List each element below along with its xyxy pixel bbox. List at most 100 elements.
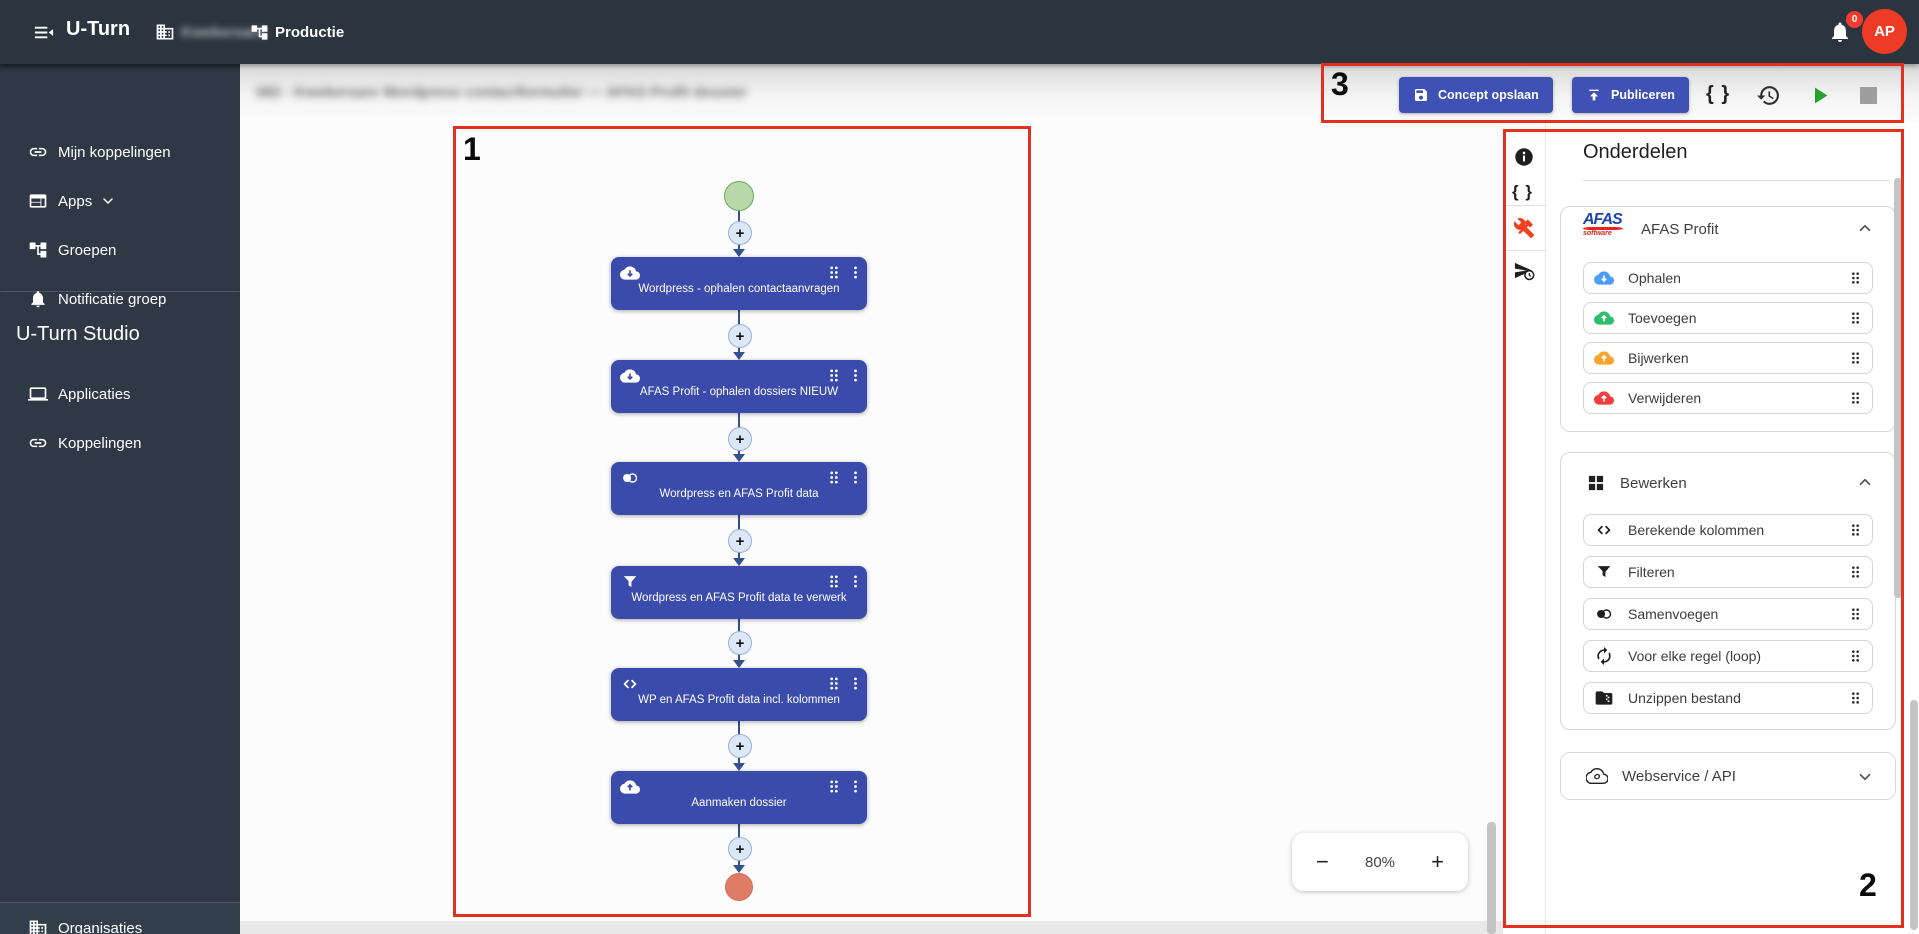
workflow-node[interactable]: Wordpress en AFAS Profit data — [611, 462, 867, 515]
drag-handle-icon[interactable] — [827, 469, 841, 486]
node-menu-icon[interactable] — [852, 778, 859, 795]
drag-handle-icon[interactable] — [1849, 390, 1862, 406]
save-draft-button[interactable]: Concept opslaan — [1399, 77, 1553, 113]
workflow-node[interactable]: AFAS Profit - ophalen dossiers NIEUW — [611, 360, 867, 413]
workflow-canvas[interactable] — [240, 123, 1503, 934]
connector-arrow — [733, 558, 745, 566]
component-item-label: Verwijderen — [1628, 390, 1702, 406]
afas-logo: AFAS software — [1583, 211, 1631, 243]
code-view-tab-icon[interactable]: { } — [1512, 182, 1533, 201]
workflow-node[interactable]: WP en AFAS Profit data incl. kolommen — [611, 668, 867, 721]
component-item-toevoegen[interactable]: Toevoegen — [1583, 302, 1873, 334]
component-item-verwijderen[interactable]: Verwijderen — [1583, 382, 1873, 414]
grid-icon — [1586, 473, 1606, 493]
page-scrollbar[interactable] — [1910, 700, 1918, 930]
component-item-ophalen[interactable]: Ophalen — [1583, 262, 1873, 294]
drag-handle-icon[interactable] — [827, 778, 841, 795]
component-item-voor-elke-regel[interactable]: Voor elke regel (loop) — [1583, 640, 1873, 672]
sidebar: Mijn koppelingen Apps Groepen Notificati… — [0, 64, 240, 934]
filter-icon — [620, 572, 640, 592]
add-step-button[interactable]: + — [728, 529, 752, 553]
component-item-filteren[interactable]: Filteren — [1583, 556, 1873, 588]
stop-icon[interactable] — [1860, 87, 1877, 104]
component-item-berekende-kolommen[interactable]: Berekende kolommen — [1583, 514, 1873, 546]
history-icon[interactable] — [1756, 83, 1781, 108]
code-icon — [623, 679, 637, 689]
add-step-button[interactable]: + — [728, 221, 752, 245]
panel-scrollbar[interactable] — [1894, 178, 1902, 598]
sidebar-item-organisaties[interactable]: Organisaties — [0, 908, 240, 934]
laptop-icon — [28, 384, 48, 404]
sidebar-item-koppelingen[interactable]: Koppelingen — [0, 423, 240, 463]
webservice-section[interactable] — [1560, 752, 1896, 800]
add-step-button[interactable]: + — [728, 324, 752, 348]
zoom-in-button[interactable]: + — [1431, 849, 1444, 874]
sidebar-item-applicaties[interactable]: Applicaties — [0, 374, 240, 414]
tools-tab-icon[interactable] — [1513, 217, 1535, 239]
drag-handle-icon[interactable] — [827, 264, 841, 281]
add-step-button[interactable]: + — [728, 427, 752, 451]
chevron-down-icon — [100, 193, 116, 209]
info-icon[interactable] — [1513, 146, 1535, 168]
sidebar-item-groepen[interactable]: Groepen — [0, 230, 240, 270]
add-step-button[interactable]: + — [728, 734, 752, 758]
drag-handle-icon[interactable] — [1849, 606, 1862, 622]
add-step-button[interactable]: + — [728, 631, 752, 655]
component-item-bijwerken[interactable]: Bijwerken — [1583, 342, 1873, 374]
sidebar-item-mijn-koppelingen[interactable]: Mijn koppelingen — [0, 132, 240, 172]
drag-handle-icon[interactable] — [1849, 350, 1862, 366]
navbar-environment[interactable]: Productie — [275, 24, 345, 41]
node-menu-icon[interactable] — [852, 367, 859, 384]
menu-toggle-icon[interactable] — [32, 21, 55, 44]
save-icon — [1413, 87, 1429, 103]
workflow-end-node[interactable] — [725, 873, 753, 901]
add-step-button[interactable]: + — [728, 837, 752, 861]
workflow-node[interactable]: Wordpress en AFAS Profit data te verwerk — [611, 566, 867, 619]
chevron-up-icon[interactable] — [1856, 219, 1874, 237]
afas-section-title: AFAS Profit — [1641, 221, 1719, 238]
drag-handle-icon[interactable] — [1849, 564, 1862, 580]
drag-handle-icon[interactable] — [1849, 310, 1862, 326]
chevron-down-icon[interactable] — [1856, 768, 1874, 786]
publish-button[interactable]: Publiceren — [1572, 77, 1689, 113]
sidebar-item-label: Apps — [58, 192, 93, 210]
canvas-bottom-scroll-track[interactable] — [240, 921, 1503, 934]
node-menu-icon[interactable] — [852, 264, 859, 281]
chevron-up-icon[interactable] — [1856, 473, 1874, 491]
sidebar-bottom-section: Organisaties U-Turn omgevingen — [0, 902, 240, 934]
zoom-out-button[interactable]: − — [1316, 849, 1329, 874]
node-label: Wordpress en AFAS Profit data te verwerk — [631, 592, 847, 604]
code-view-icon[interactable]: { } — [1706, 83, 1731, 105]
node-menu-icon[interactable] — [852, 675, 859, 692]
link-icon — [28, 142, 48, 162]
panel-title-divider — [1583, 180, 1890, 181]
node-label: WP en AFAS Profit data incl. kolommen — [638, 694, 840, 706]
component-item-samenvoegen[interactable]: Samenvoegen — [1583, 598, 1873, 630]
workflow-start-node[interactable] — [724, 181, 754, 211]
zoom-control: − 80% + — [1292, 833, 1468, 891]
drag-handle-icon[interactable] — [1849, 270, 1862, 286]
drag-handle-icon[interactable] — [827, 367, 841, 384]
drag-handle-icon[interactable] — [1849, 648, 1862, 664]
component-item-unzippen-bestand[interactable]: Unzippen bestand — [1583, 682, 1873, 714]
run-play-icon[interactable] — [1806, 82, 1833, 109]
scheduled-run-tab-icon[interactable] — [1513, 259, 1536, 282]
cloud-download-icon — [620, 263, 640, 283]
node-menu-icon[interactable] — [852, 469, 859, 486]
avatar[interactable]: AP — [1862, 9, 1907, 54]
sidebar-item-apps[interactable]: Apps — [0, 181, 240, 221]
drag-handle-icon[interactable] — [827, 675, 841, 692]
workflow-node[interactable]: Aanmaken dossier — [611, 771, 867, 824]
panel-title: Onderdelen — [1583, 141, 1688, 163]
drag-handle-icon[interactable] — [827, 573, 841, 590]
workflow-node[interactable]: Wordpress - ophalen contactaanvragen — [611, 257, 867, 310]
node-menu-icon[interactable] — [852, 573, 859, 590]
drag-handle-icon[interactable] — [1849, 522, 1862, 538]
node-label: Wordpress en AFAS Profit data — [659, 488, 819, 500]
canvas-scrollbar[interactable] — [1487, 822, 1496, 934]
afas-logo-text: AFAS — [1583, 211, 1623, 228]
cloud-upload-icon — [620, 777, 640, 797]
drag-handle-icon[interactable] — [1849, 690, 1862, 706]
navbar-organization[interactable]: Kwekersare — [181, 24, 266, 41]
sidebar-item-notificatie-groep[interactable]: Notificatie groep — [0, 279, 240, 319]
